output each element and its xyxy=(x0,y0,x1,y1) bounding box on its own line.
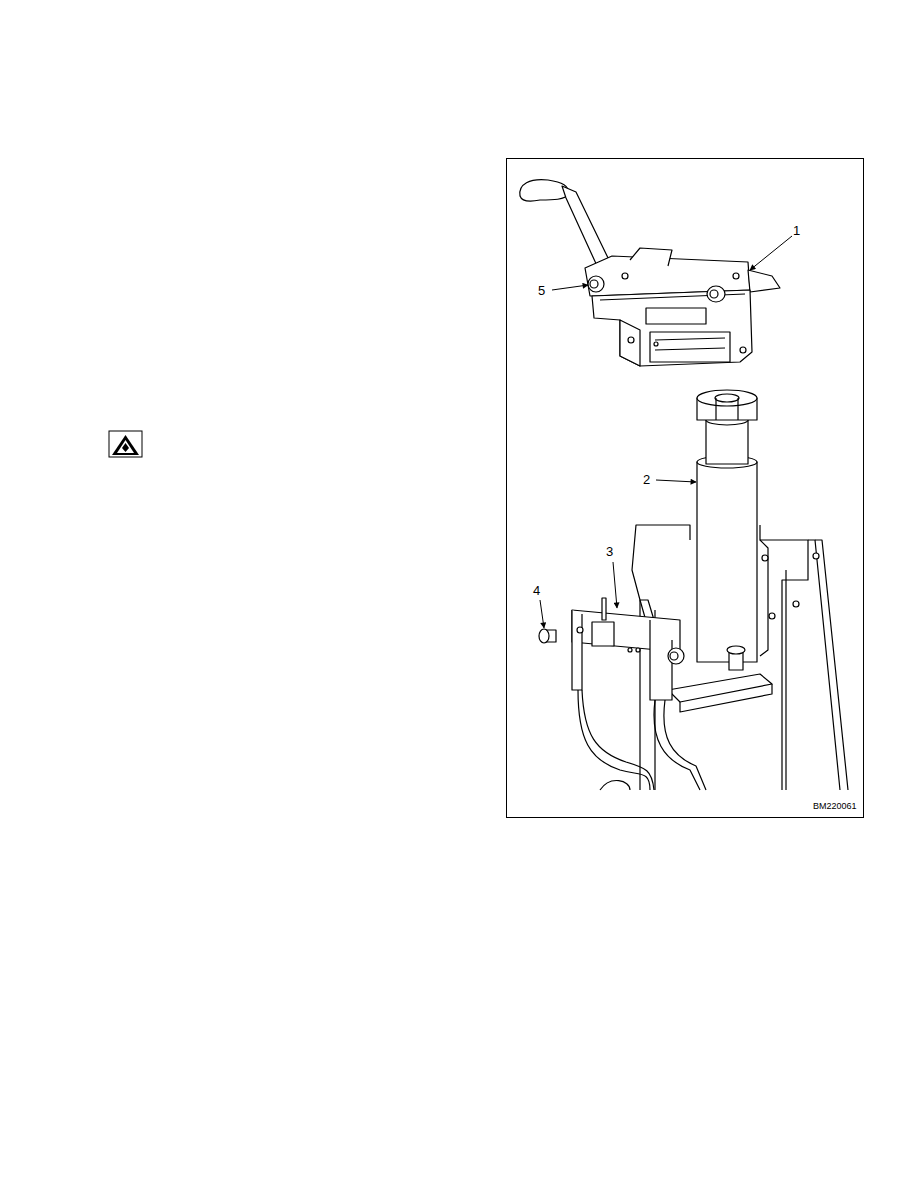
figure-frame xyxy=(507,159,864,818)
warning-icon xyxy=(109,431,142,457)
leader-lines xyxy=(540,236,792,628)
callout-number: 2 xyxy=(643,473,650,486)
callout-number: 4 xyxy=(533,584,540,597)
figure-code: BM220061 xyxy=(813,802,857,811)
callout-number: 1 xyxy=(793,224,800,237)
shift-lever-assembly xyxy=(520,180,780,366)
callout-number: 3 xyxy=(606,545,613,558)
column-assembly xyxy=(539,390,848,790)
callout-number: 5 xyxy=(538,284,545,297)
